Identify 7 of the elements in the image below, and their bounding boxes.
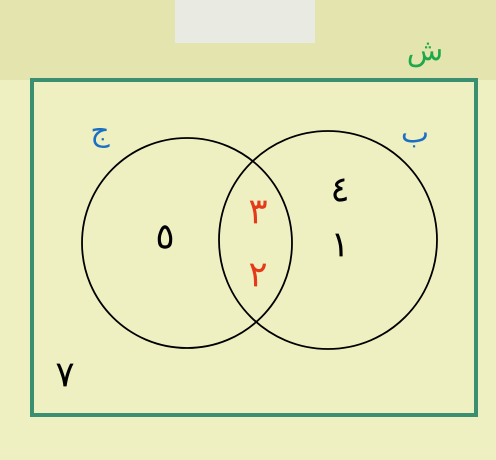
node-label: ش bbox=[408, 42, 441, 68]
region-count: ٥ bbox=[158, 225, 172, 249]
region-count: ٢ bbox=[250, 264, 266, 286]
region-count: ٤ bbox=[333, 178, 347, 202]
region-count: ١ bbox=[335, 234, 343, 256]
region-count: ٣ bbox=[250, 200, 267, 224]
region-count: ٧ bbox=[56, 364, 74, 386]
